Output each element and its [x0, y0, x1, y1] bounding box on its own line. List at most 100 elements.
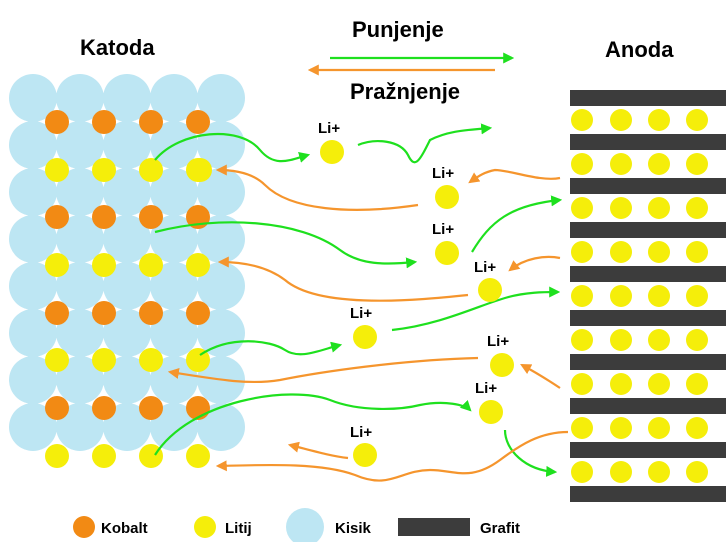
oxygen-atom [103, 215, 151, 263]
oxygen-atom [197, 403, 245, 451]
oxygen-atom [9, 215, 57, 263]
ion-path-charge [154, 221, 418, 269]
lithium-atom [648, 153, 670, 175]
ion-path-discharge [217, 256, 469, 302]
oxygen-atom [197, 168, 245, 216]
discharging-label: Pražnjenje [350, 79, 460, 104]
oxygen-atom [56, 356, 104, 404]
lithium-atom [686, 285, 708, 307]
legend-graphite-swatch [398, 518, 470, 536]
oxygen-atom [150, 309, 198, 357]
oxygen-atom [103, 403, 151, 451]
oxygen-atom [56, 309, 104, 357]
lithium-atom [610, 285, 632, 307]
lithium-atom [686, 241, 708, 263]
ion-label: Li+ [350, 305, 372, 322]
lithium-atom [610, 109, 632, 131]
lithium-atom [648, 197, 670, 219]
lithium-atom [610, 461, 632, 483]
ion-path-charge [154, 132, 311, 163]
lithium-atom [686, 329, 708, 351]
anode-label: Anoda [605, 37, 674, 62]
oxygen-atom [9, 262, 57, 310]
legend: Kobalt Litij Kisik Grafit [73, 508, 520, 542]
oxygen-atom [9, 74, 57, 122]
oxygen-atom [197, 74, 245, 122]
ion-path-discharge [520, 363, 561, 389]
lithium-ion [435, 185, 459, 209]
lithium-atom [571, 461, 593, 483]
oxygen-atom [9, 356, 57, 404]
ion-label: Li+ [350, 424, 372, 441]
graphite-layer [570, 354, 726, 370]
legend-cobalt-swatch [73, 516, 95, 538]
lithium-atom [571, 417, 593, 439]
lithium-ions: Li+ Li+ Li+ Li+ Li+ Li+ Li+ Li+ [318, 120, 514, 467]
oxygen-atom [197, 262, 245, 310]
lithium-atom [648, 373, 670, 395]
oxygen-atom [150, 74, 198, 122]
anode-graphite [570, 90, 726, 502]
legend-graphite-label: Grafit [480, 520, 520, 537]
oxygen-atom [150, 403, 198, 451]
legend-lithium-label: Litij [225, 520, 252, 537]
lithium-atom [92, 253, 116, 277]
lithium-atom [648, 329, 670, 351]
ion-path-discharge [287, 441, 349, 460]
ion-path-discharge [215, 430, 569, 482]
lithium-atom [45, 348, 69, 372]
oxygen-atom [197, 215, 245, 263]
lithium-atom [610, 153, 632, 175]
oxygen-atom [56, 215, 104, 263]
oxygen-atom [103, 262, 151, 310]
lithium-atom [92, 158, 116, 182]
lithium-atom [92, 444, 116, 468]
lithium-atom [686, 461, 708, 483]
oxygen-atom [56, 74, 104, 122]
ion-path-charge [199, 340, 343, 356]
cobalt-atom [92, 205, 116, 229]
lithium-atom [610, 373, 632, 395]
oxygen-atom [103, 309, 151, 357]
lithium-atom [571, 109, 593, 131]
ion-path-discharge [468, 168, 561, 184]
lithium-atom [92, 348, 116, 372]
cobalt-atom [45, 205, 69, 229]
lithium-atom [686, 417, 708, 439]
lithium-atom [571, 241, 593, 263]
legend-lithium-swatch [194, 516, 216, 538]
charging-label: Punjenje [352, 17, 444, 42]
legend-oxygen-swatch [286, 508, 324, 542]
oxygen-atom [56, 262, 104, 310]
lithium-atom [571, 285, 593, 307]
graphite-layer [570, 178, 726, 194]
ion-path-discharge [508, 255, 561, 272]
ion-path-charge [357, 123, 493, 164]
graphite-layer [570, 398, 726, 414]
lithium-atom [571, 197, 593, 219]
cobalt-atom [45, 301, 69, 325]
cobalt-atom [139, 396, 163, 420]
lithium-ion [479, 400, 503, 424]
oxygen-atom [103, 356, 151, 404]
cobalt-atom [186, 110, 210, 134]
ion-path-charge [391, 286, 561, 332]
lithium-atom [45, 444, 69, 468]
lithium-atom [648, 109, 670, 131]
oxygen-atom [9, 121, 57, 169]
lithium-atom [139, 348, 163, 372]
graphite-layer [570, 222, 726, 238]
charge-discharge-arrows [154, 52, 569, 482]
ion-label: Li+ [487, 333, 509, 350]
legend-oxygen-label: Kisik [335, 520, 372, 537]
lithium-atom [571, 329, 593, 351]
oxygen-atom [56, 403, 104, 451]
lithium-ion [490, 353, 514, 377]
lithium-atom [686, 153, 708, 175]
cobalt-atom [139, 205, 163, 229]
oxygen-atom [197, 121, 245, 169]
ion-label: Li+ [432, 221, 454, 238]
cobalt-atom [45, 110, 69, 134]
legend-cobalt-label: Kobalt [101, 520, 148, 537]
lithium-ion [435, 241, 459, 265]
